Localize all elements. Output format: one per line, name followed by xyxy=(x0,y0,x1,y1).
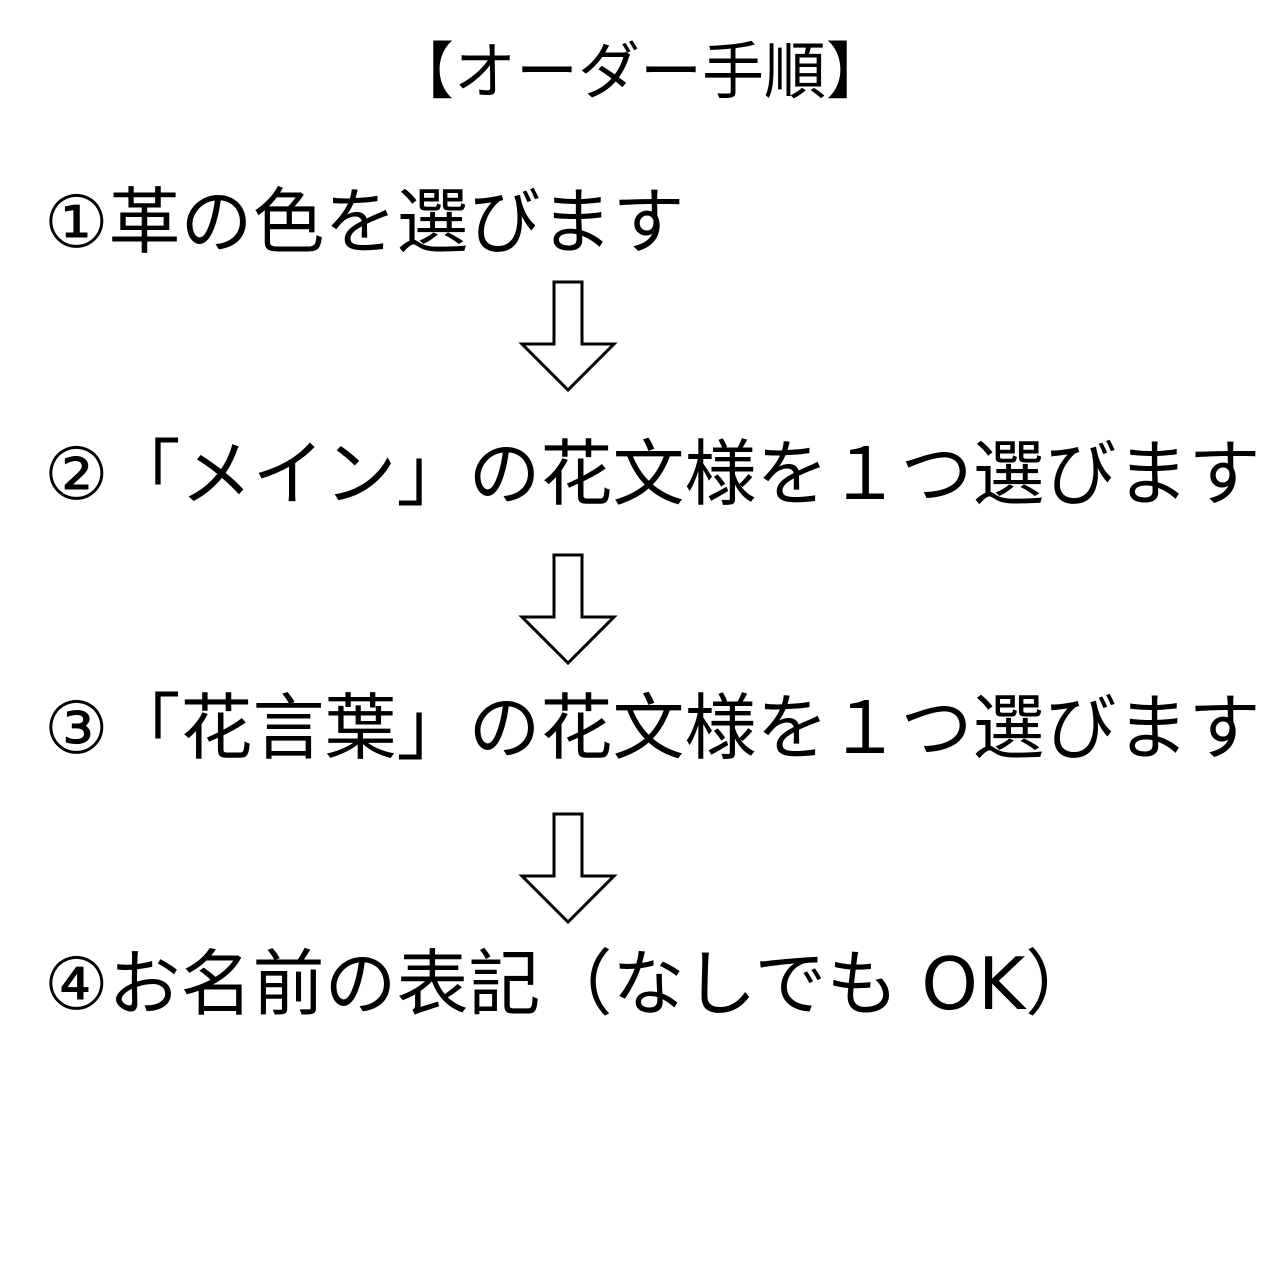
down-arrow-icon xyxy=(518,812,618,924)
step-3-choose-flower-language-pattern: ③「花言葉」の花文様を１つ選びます xyxy=(44,686,1261,770)
step-4-name-notation: ④お名前の表記（なしでも OK） xyxy=(44,942,1098,1026)
down-arrow-icon xyxy=(518,553,618,665)
step-1-choose-leather-color: ①革の色を選びます xyxy=(44,180,685,264)
down-arrow-icon xyxy=(518,280,618,392)
page-title: 【オーダー手順】 xyxy=(391,35,888,108)
step-2-choose-main-pattern: ②「メイン」の花文様を１つ選びます xyxy=(44,432,1261,516)
